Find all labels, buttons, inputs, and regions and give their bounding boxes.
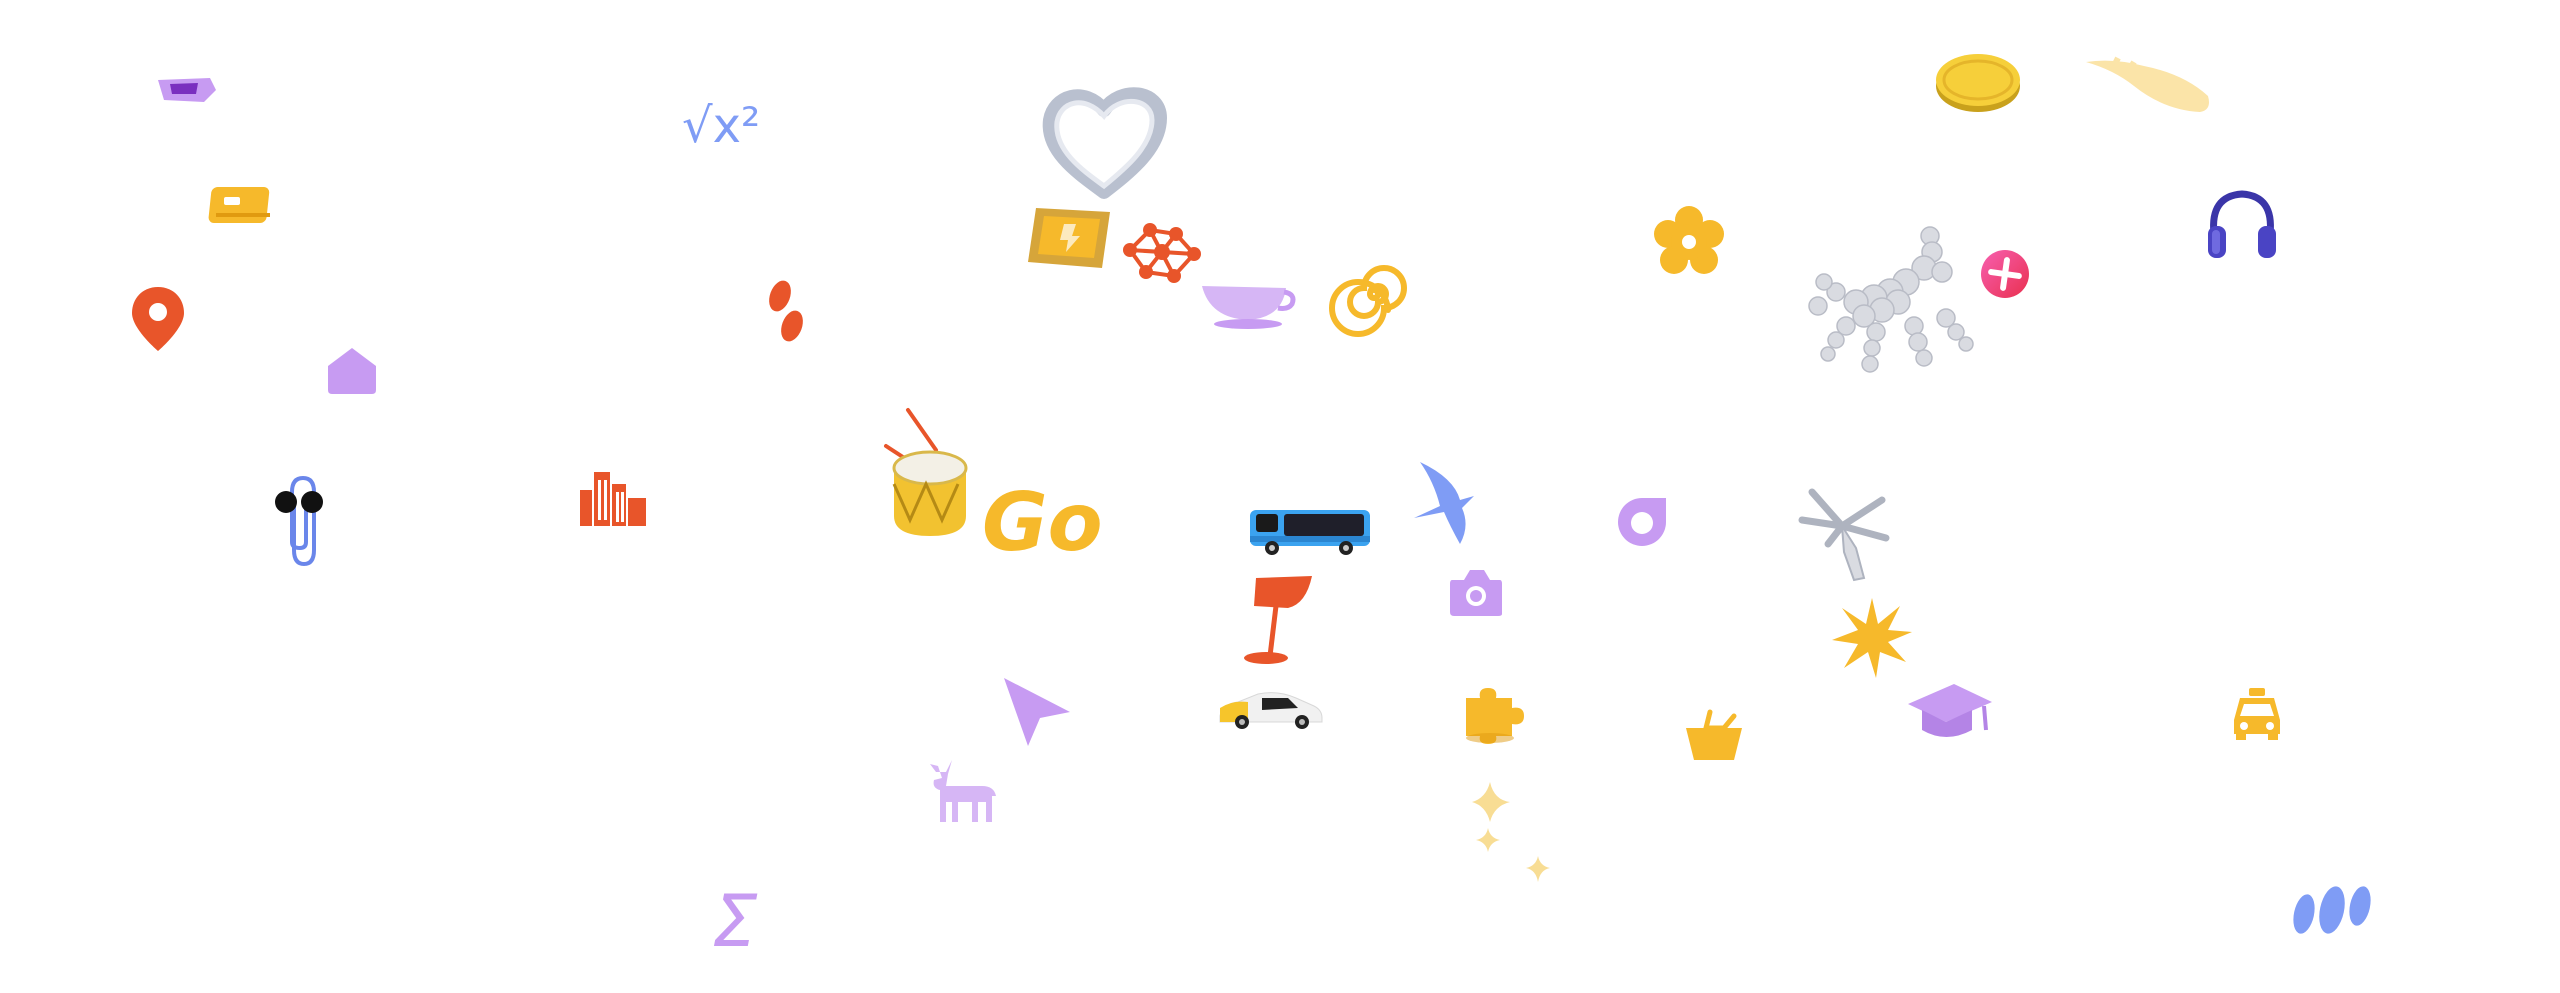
puzzle-icon bbox=[1456, 686, 1526, 744]
picture-frame-icon bbox=[1026, 204, 1112, 270]
location-pin-icon bbox=[130, 285, 186, 353]
math-label: √x² bbox=[682, 98, 760, 154]
cursor-icon bbox=[1000, 676, 1074, 748]
coin-icon bbox=[1934, 52, 2022, 114]
deer-icon bbox=[922, 752, 1000, 824]
network-icon bbox=[1120, 220, 1202, 286]
paperclip-icon bbox=[270, 472, 330, 568]
buildings-icon bbox=[578, 470, 648, 526]
drum-icon bbox=[880, 400, 980, 540]
sparkles-icon bbox=[1470, 776, 1566, 890]
go-label: Go bbox=[982, 476, 1103, 569]
ticket-icon bbox=[152, 76, 218, 104]
math-icon: √x² bbox=[682, 90, 760, 154]
flower-icon bbox=[1654, 206, 1724, 282]
plus-badge-icon bbox=[1980, 248, 2030, 300]
footprints-icon bbox=[762, 278, 812, 348]
dots-logo-icon bbox=[2290, 880, 2374, 940]
taxi-icon bbox=[2232, 686, 2282, 742]
lamp-icon bbox=[1236, 574, 1316, 666]
swallow-icon bbox=[1410, 460, 1476, 546]
go-logo-icon: Go bbox=[982, 476, 1103, 569]
home-icon bbox=[326, 346, 378, 396]
palm-icon bbox=[1798, 486, 1892, 582]
teacup-icon bbox=[1196, 278, 1296, 330]
burst-icon bbox=[1830, 596, 1914, 680]
feather-icon bbox=[2084, 56, 2214, 114]
headphones-icon bbox=[2204, 188, 2280, 262]
basket-icon bbox=[1684, 709, 1744, 762]
graduation-cap-icon bbox=[1906, 680, 1994, 744]
camera-icon bbox=[1448, 568, 1504, 618]
dog-icon bbox=[1806, 222, 1974, 378]
card-icon bbox=[208, 185, 276, 227]
bus-icon bbox=[1248, 506, 1372, 556]
sigma-icon: Σ bbox=[710, 879, 774, 963]
alice-icon bbox=[1614, 494, 1670, 550]
taxi-car-icon bbox=[1218, 688, 1324, 730]
sigma-label: Σ bbox=[712, 879, 758, 963]
spiral-icon bbox=[1329, 258, 1410, 337]
heart-icon bbox=[1040, 82, 1170, 200]
